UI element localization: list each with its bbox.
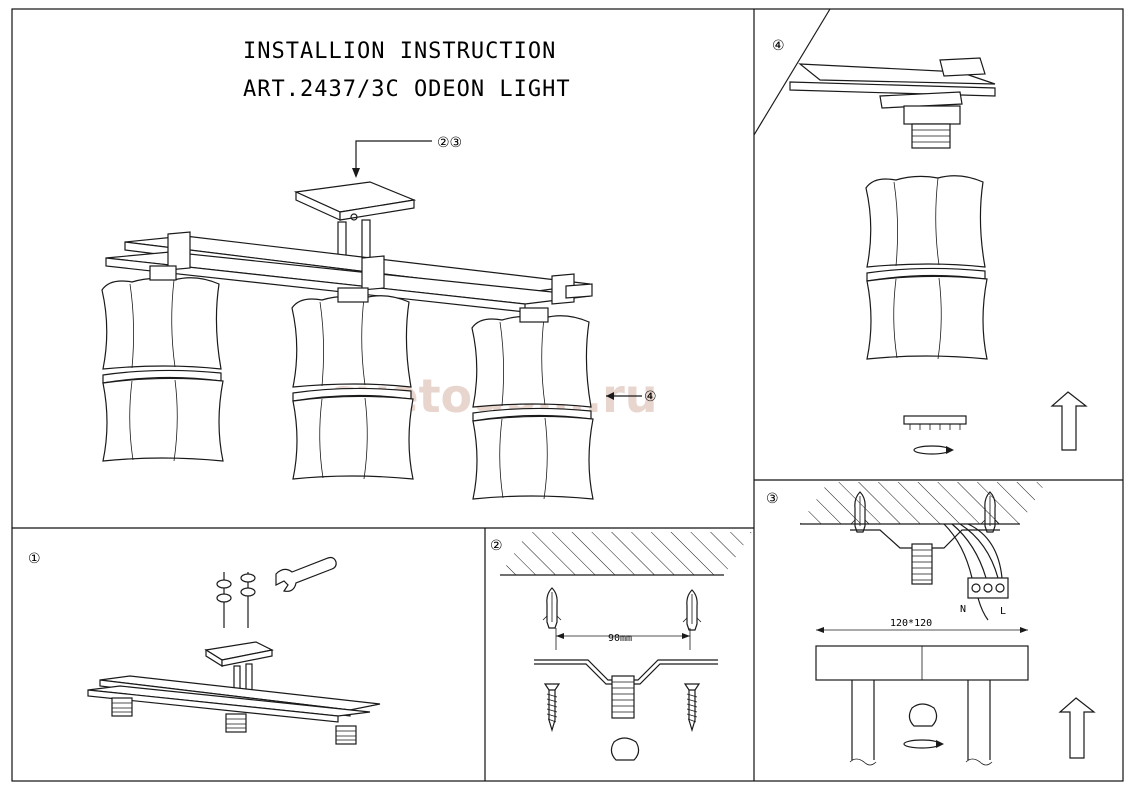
nut-washer-icon <box>216 572 256 628</box>
callout-leader-top <box>355 140 432 176</box>
title-line-1: INSTALLION INSTRUCTION <box>243 39 556 64</box>
wall-plug-icon <box>542 587 702 631</box>
terminal-n-label: N <box>960 604 966 615</box>
terminal-l-label: L <box>1000 606 1006 617</box>
wrench-icon <box>275 556 337 592</box>
panel-3-wiring: ③ N L 120*120 <box>766 482 1096 766</box>
up-arrow-icon <box>1050 391 1088 451</box>
frame <box>11 8 1124 782</box>
panel-4-number: ④ <box>772 38 785 54</box>
panel-4-glass-mounting: ④ <box>753 8 1088 455</box>
panel-2-number: ② <box>490 538 503 554</box>
up-arrow-icon <box>1058 697 1096 759</box>
title-line-2: ART.2437/3C ODEON LIGHT <box>243 77 571 102</box>
callout-main-top: ②③ <box>437 135 462 151</box>
panel-2-dimension: 90mm <box>608 633 632 644</box>
bulb-icon <box>610 737 640 761</box>
panel-3-number: ③ <box>766 491 779 507</box>
panel-1-assembly: ① <box>28 551 381 745</box>
panel-1-number: ① <box>28 551 41 567</box>
rotation-arrow-icon <box>903 739 944 749</box>
panel-3-dimension: 120*120 <box>890 618 932 629</box>
bulb-icon <box>908 703 938 727</box>
fixing-ring <box>903 415 967 425</box>
panel-2-bracket-mounting: ② 90mm <box>490 532 752 761</box>
rotation-arrow-icon <box>913 445 954 455</box>
callout-main-glass: ④ <box>644 389 657 405</box>
terminal-block-icon <box>967 577 1009 621</box>
main-fixture-drawing: ②③ ④ <box>101 135 657 500</box>
